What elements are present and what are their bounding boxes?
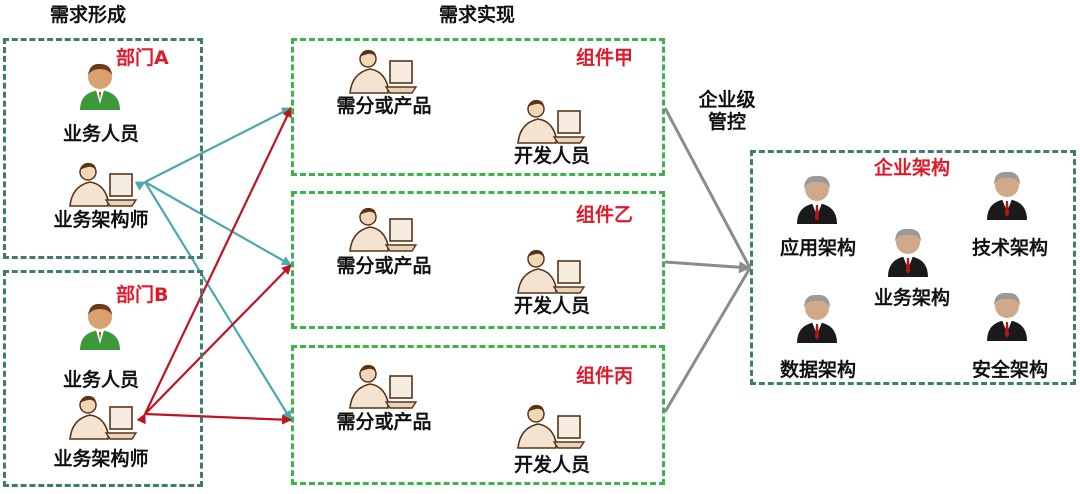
person-suit-icon [797,175,837,224]
component-3-title: 组件丙 [576,365,634,387]
dept-b-business-staff-label: 业务人员 [62,369,140,391]
application-architecture-label: 应用架构 [779,237,857,259]
person-at-computer-icon [349,364,418,409]
person-suit-icon [987,292,1027,341]
security-architecture-label: 安全架构 [971,359,1049,381]
component-1-title: 组件甲 [576,47,634,69]
governance-label: 企业级 管控 [698,89,756,133]
dept-a-business-staff-label: 业务人员 [62,123,140,145]
enterprise-architecture-box [750,150,1076,385]
data-architecture-label: 数据架构 [779,359,857,381]
person-at-computer-icon [517,404,586,449]
business-architecture-label: 业务架构 [873,287,951,309]
person-at-computer-icon [69,162,138,207]
enterprise-title: 企业架构 [873,157,951,179]
arrow-b-to-component-3 [144,412,292,425]
person-suit-icon [888,228,928,277]
component-2-pm-label: 需分或产品 [336,255,432,277]
arrow-b-to-component-1 [136,107,292,425]
arrow-b-to-component-2 [144,264,292,415]
component-2-box [291,191,665,329]
component-1-dev-label: 开发人员 [513,145,591,167]
person-suit-icon [987,171,1027,220]
dept-b-architect-label: 业务架构师 [53,448,149,470]
person-suit-icon [797,294,837,343]
component-2-dev-label: 开发人员 [513,295,591,317]
dept-a-architect-label: 业务架构师 [53,209,149,231]
person-green-icon [80,63,120,110]
person-green-icon [80,303,120,350]
department-b-box [3,270,203,487]
header-demand-realization: 需求实现 [438,4,516,26]
person-at-computer-icon [69,395,138,440]
component-3-pm-label: 需分或产品 [336,411,432,433]
person-at-computer-icon [349,207,418,252]
arrow-component-2-to-enterprise [664,260,751,274]
person-at-computer-icon [517,249,586,294]
arrow-component-3-to-enterprise [663,267,752,413]
header-demand-formation: 需求形成 [49,4,127,26]
component-1-pm-label: 需分或产品 [336,95,432,117]
component-1-box [291,38,665,176]
department-a-box [3,38,203,259]
person-at-computer-icon [349,49,418,94]
department-a-title: 部门A [116,47,169,69]
person-at-computer-icon [517,99,586,144]
component-2-title: 组件乙 [576,204,634,226]
technology-architecture-label: 技术架构 [971,237,1049,259]
arrow-component-1-to-enterprise [663,107,752,269]
component-3-dev-label: 开发人员 [513,454,591,476]
component-3-box [291,345,665,485]
department-b-title: 部门B [116,284,169,306]
